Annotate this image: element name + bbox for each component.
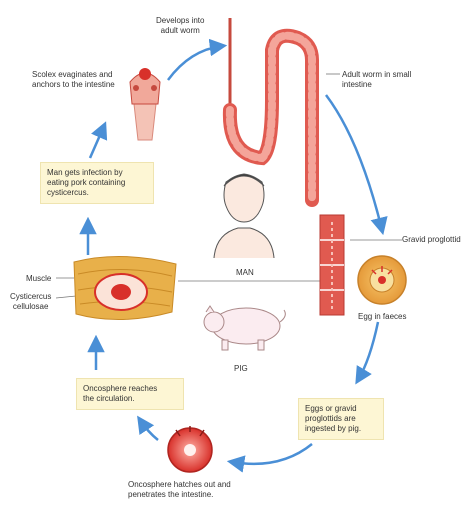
box-man-infection: Man gets infection by eating pork contai…: [40, 162, 154, 204]
label-pig: PIG: [234, 364, 248, 374]
pig-illustration: [204, 306, 285, 350]
label-cysticercus: Cysticercus cellulosae: [10, 292, 51, 312]
box-onco-circulation: Oncosphere reaches the circulation.: [76, 378, 184, 410]
arrow-hatch-to-circulation: [140, 420, 158, 440]
oncosphere-illustration: [168, 426, 212, 472]
label-man: MAN: [236, 268, 254, 278]
label-gravid: Gravid proglottid: [402, 235, 461, 245]
arrow-ingested-to-hatch: [232, 444, 312, 464]
arrow-scolex-to-adult: [168, 46, 222, 80]
label-onco-hatches: Oncosphere hatches out and penetrates th…: [128, 480, 231, 500]
label-develops: Develops into adult worm: [156, 16, 204, 36]
arrow-man-to-scolex: [90, 126, 104, 158]
box-eggs-ingested: Eggs or gravid proglottids are ingested …: [298, 398, 384, 440]
label-adult-worm: Adult worm in small intestine: [342, 70, 411, 90]
arrow-gravid-to-ingested: [358, 322, 378, 380]
man-illustration: [214, 174, 274, 258]
egg-illustration: [358, 256, 406, 304]
label-scolex: Scolex evaginates and anchors to the int…: [32, 70, 115, 90]
label-muscle: Muscle: [26, 274, 51, 284]
scolex-illustration: [130, 68, 160, 140]
label-egg-faeces: Egg in faeces: [358, 312, 406, 322]
arrow-adult-to-gravid: [326, 95, 382, 230]
muscle-illustration: [74, 256, 176, 319]
